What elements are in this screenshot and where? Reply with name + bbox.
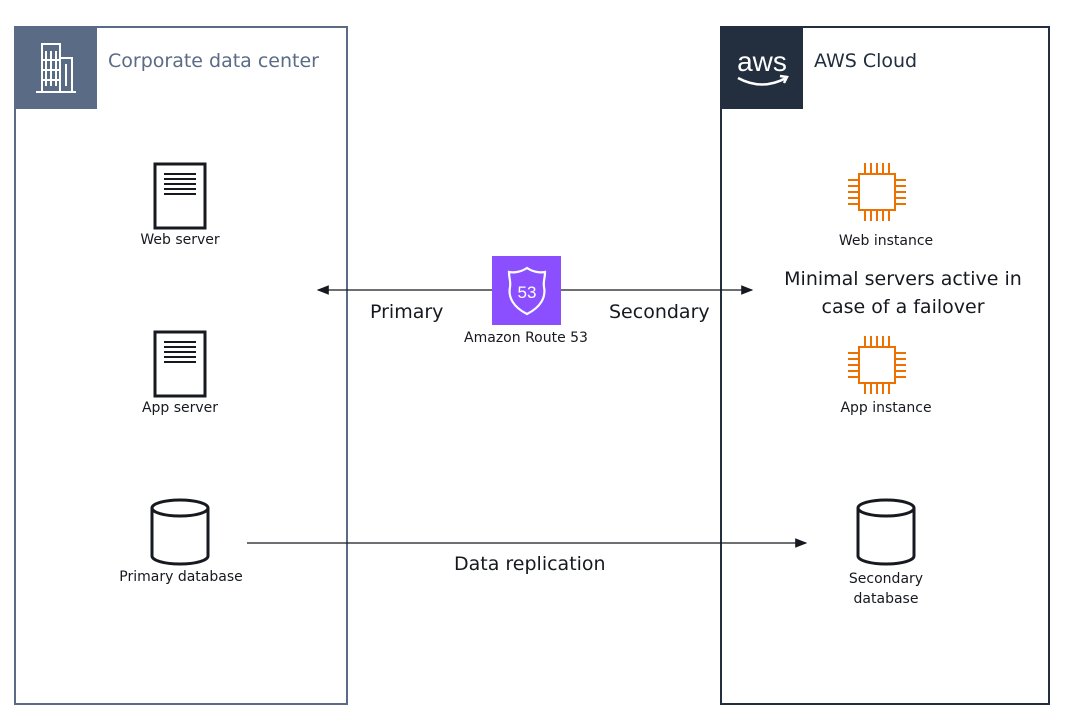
failover-note-line1: Minimal servers active in xyxy=(784,268,1022,290)
web-server-label: Web server xyxy=(140,232,220,248)
secondary-database-label-line2: database xyxy=(853,591,919,607)
secondary-database-icon xyxy=(856,498,916,566)
aws-cloud-group: aws AWS Cloud xyxy=(720,26,1050,705)
aws-logo-text: aws xyxy=(737,46,787,77)
app-instance-label: App instance xyxy=(840,400,932,416)
secondary-database-label: Secondary database xyxy=(849,569,923,609)
corporate-data-center-label: Corporate data center xyxy=(108,50,319,72)
route53-label: Amazon Route 53 xyxy=(464,330,588,346)
route53-icon: 53 xyxy=(492,256,561,325)
aws-cloud-label: AWS Cloud xyxy=(814,50,918,72)
aws-logo-icon: aws xyxy=(720,26,803,109)
failover-note-line2: case of a failover xyxy=(821,296,985,318)
data-replication-label: Data replication xyxy=(454,553,606,575)
web-server-icon xyxy=(153,162,207,230)
primary-label: Primary xyxy=(370,301,444,323)
secondary-label: Secondary xyxy=(609,301,710,323)
app-server-label: App server xyxy=(141,400,219,416)
app-instance-icon xyxy=(848,336,906,394)
web-instance-icon xyxy=(848,163,906,221)
secondary-database-label-line1: Secondary xyxy=(848,571,924,587)
app-server-icon xyxy=(153,330,207,398)
primary-database-icon xyxy=(150,498,210,566)
building-icon xyxy=(14,26,97,109)
web-instance-label: Web instance xyxy=(838,233,934,249)
failover-note: Minimal servers active in case of a fail… xyxy=(784,265,1022,321)
primary-database-label: Primary database xyxy=(119,569,243,585)
route53-badge-text: 53 xyxy=(517,283,536,302)
